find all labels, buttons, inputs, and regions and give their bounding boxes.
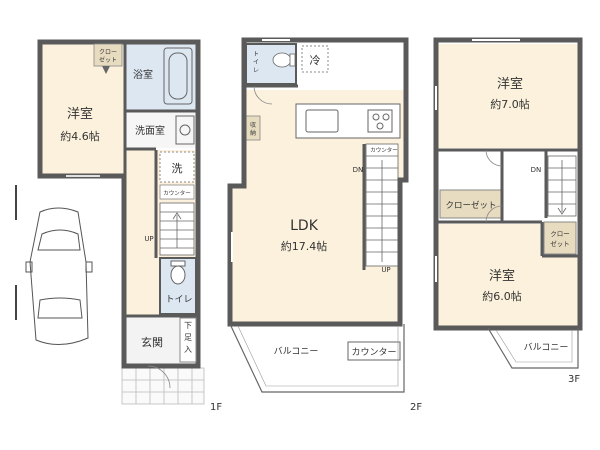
f1-closet-line1: クロー — [99, 49, 117, 56]
stairs-1f — [159, 202, 195, 256]
shoe-storage-line1: 下 — [184, 321, 192, 330]
dn-3f-label: DN — [531, 166, 542, 174]
toilet-1f-label: トイレ — [165, 295, 192, 305]
floor-3-label: 3F — [568, 374, 580, 385]
counter-2f-small-label: カウンター — [370, 146, 398, 154]
closet-3f — [439, 189, 503, 219]
floor-1: 洋室 約4.6帖 クロー ゼット 浴室 洗面室 洗 カウンター UP トイレ 玄… — [15, 39, 222, 413]
toilet-2f-line3: レ — [253, 67, 259, 74]
counter-1f — [159, 184, 195, 200]
entrance-label: 玄関 — [141, 335, 163, 349]
f3-closet-small-line2: ゼット — [550, 239, 570, 248]
closet-3f-label: クローゼット — [445, 200, 496, 211]
toilet-2f-line1: ト — [253, 51, 259, 58]
washer-space — [159, 151, 195, 183]
up-2f-label: UP — [381, 266, 390, 274]
fridge-label: 冷 — [310, 54, 321, 67]
washer-label: 洗 — [172, 162, 183, 175]
f3-room-b-size: 約6.0帖 — [482, 289, 522, 303]
washroom-label: 洗面室 — [135, 124, 165, 137]
f1-western-size: 約4.6帖 — [60, 129, 100, 143]
room-3f-b — [438, 224, 578, 326]
toilet-2f-icon — [272, 52, 296, 68]
balcony-3f-label: バルコニー — [524, 342, 569, 353]
f1-western-name: 洋室 — [67, 106, 93, 122]
bathtub-icon — [163, 47, 193, 105]
f3-closet-small-line1: クロー — [550, 230, 570, 238]
f3-room-a-name: 洋室 — [497, 76, 523, 92]
toilet-1f — [159, 257, 197, 315]
floor-1-label: 1F — [210, 402, 222, 413]
ldk-size: 約17.4帖 — [281, 239, 328, 253]
floor-2: ト イ レ 冷 収 納 カウンター DN UP LDK 約17.4帖 バルコニー… — [227, 37, 422, 413]
room-3f-a — [438, 44, 578, 148]
shoe-storage-line3: 入 — [184, 345, 192, 354]
car-icon — [25, 207, 93, 345]
f1-closet-line2: ゼット — [99, 56, 117, 64]
dn-2f-label: DN — [353, 166, 364, 174]
room-ldk — [232, 90, 404, 322]
stairs-3f — [547, 155, 577, 217]
storage-2f-line1: 収 — [250, 122, 256, 129]
balcony-2f-label: バルコニー — [274, 346, 319, 357]
fridge — [301, 45, 329, 73]
counter-2f-label: カウンター — [351, 347, 396, 358]
up-1f-label: UP — [144, 235, 153, 243]
room-washroom — [126, 112, 196, 148]
kitchen-counter — [295, 103, 401, 139]
balcony-2f-outline — [229, 323, 405, 393]
f3-room-b-name: 洋室 — [489, 268, 515, 284]
bath-label: 浴室 — [133, 68, 153, 81]
storage-2f-line2: 納 — [250, 129, 256, 137]
ldk-name: LDK — [290, 218, 319, 234]
toilet-2f-line2: イ — [253, 59, 259, 66]
counter-1f-label: カウンター — [163, 189, 191, 197]
floor-2-label: 2F — [410, 402, 422, 413]
balcony-3f-outline — [487, 327, 579, 369]
shoe-storage — [179, 317, 197, 363]
washbasin-icon — [175, 115, 195, 145]
f3-room-a-size: 約7.0帖 — [490, 97, 530, 111]
stairs-2f — [365, 143, 399, 267]
shoe-storage-line2: 足 — [184, 333, 192, 342]
porch-tiles — [121, 367, 205, 405]
counter-2f — [347, 341, 401, 361]
floor-3: 洋室 約7.0帖 DN クローゼット クロー ゼット 洋室 約6.0帖 バルコニ… — [433, 37, 583, 385]
closet-3f-small — [543, 221, 577, 255]
